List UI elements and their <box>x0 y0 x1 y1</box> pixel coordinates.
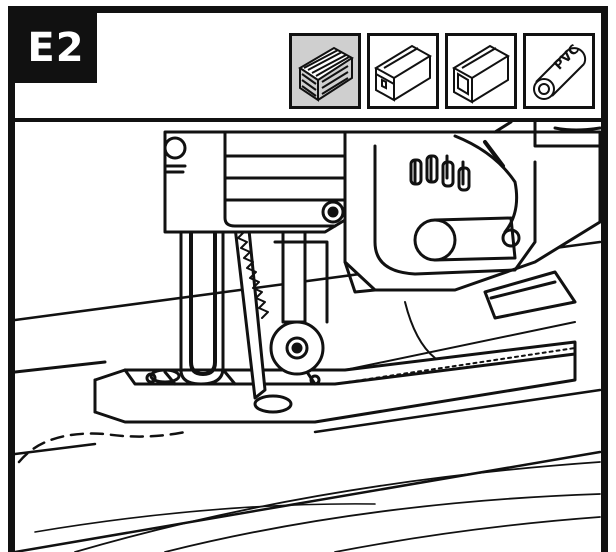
material-pvc-pipe: PVC <box>523 33 595 109</box>
jigsaw-cutting-wood-drawing <box>15 122 601 552</box>
material-wood <box>289 33 361 109</box>
header-bar: E2 <box>8 6 608 124</box>
square-tube-icon <box>452 44 510 104</box>
material-aluminum-channel <box>367 33 439 109</box>
step-badge: E2 <box>15 13 97 83</box>
pvc-label: PVC <box>551 42 582 73</box>
material-square-tube <box>445 33 517 109</box>
pvc-pipe-icon: PVC <box>533 42 587 100</box>
aluminum-channel-icon <box>374 44 432 102</box>
wood-plank-icon <box>298 46 354 102</box>
jigsaw-illustration <box>8 122 608 552</box>
material-icons: PVC <box>289 33 595 109</box>
